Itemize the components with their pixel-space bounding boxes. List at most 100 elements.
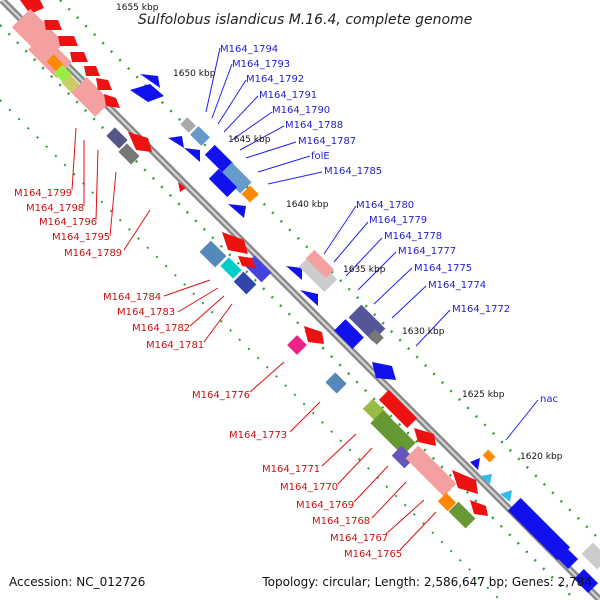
reverse-gene-label: M164_1799	[14, 188, 72, 199]
gene-feature	[480, 474, 492, 484]
forward-gene-label: M164_1791	[259, 90, 317, 101]
gene-feature	[222, 232, 248, 254]
reverse-gene-label: M164_1795	[52, 232, 110, 243]
forward-gene-label: M164_1785	[324, 166, 382, 177]
reverse-gene-label: M164_1783	[117, 307, 175, 318]
gene-feature	[334, 319, 364, 349]
gene-feature	[84, 66, 100, 76]
gene-feature	[448, 501, 476, 529]
forward-gene-label: M164_1790	[272, 105, 330, 116]
forward-gene-label: M164_1788	[285, 120, 343, 131]
gene-feature	[304, 326, 324, 344]
gene-feature	[130, 84, 164, 102]
gene-feature	[228, 204, 246, 218]
gene-feature	[118, 143, 140, 165]
gene-feature	[46, 54, 64, 72]
gene-feature	[44, 20, 62, 30]
gene-feature	[106, 127, 128, 149]
gene-feature	[372, 362, 396, 380]
gene-feature	[233, 271, 257, 295]
gene-feature	[325, 372, 347, 394]
forward-gene-label: M164_1780	[356, 200, 414, 211]
forward-gene-label: M164_1793	[232, 59, 290, 70]
gene-feature	[70, 52, 88, 62]
gene-feature	[452, 470, 478, 494]
forward-leaders	[205, 47, 539, 441]
map-title: Sulfolobus islandicus M.16.4, complete g…	[138, 12, 472, 28]
gene-feature	[287, 335, 307, 355]
forward-gene-label: M164_1772	[452, 304, 510, 315]
reverse-gene-label: M164_1796	[39, 217, 97, 228]
reverse-gene-label: M164_1798	[26, 203, 84, 214]
gene-feature	[178, 182, 186, 192]
accession-text: Accession: NC_012726	[9, 575, 145, 589]
kbp-tick-label: 1625 kbp	[462, 390, 505, 400]
reverse-leaders	[71, 127, 437, 551]
gene-feature	[581, 542, 600, 570]
gene-feature	[414, 428, 436, 446]
gene-feature	[507, 497, 571, 561]
gene-feature	[168, 136, 184, 148]
gene-feature	[470, 458, 480, 470]
gene-feature	[204, 144, 234, 174]
tick-track-upper	[59, 0, 600, 541]
gene-feature	[405, 445, 457, 497]
kbp-tick-label: 1640 kbp	[286, 200, 329, 210]
kbp-tick-label: 1645 kbp	[228, 135, 271, 145]
reverse-gene-label: M164_1771	[262, 464, 320, 475]
gene-feature	[370, 410, 416, 456]
gene-feature	[300, 290, 318, 306]
kbp-tick-label: 1620 kbp	[520, 452, 563, 462]
gene-feature	[96, 78, 112, 90]
forward-gene-label: folE	[311, 151, 330, 162]
gene-feature	[305, 249, 335, 279]
gene-feature	[58, 36, 78, 46]
reverse-gene-features	[11, 0, 488, 529]
reverse-gene-label: M164_1773	[229, 430, 287, 441]
forward-gene-label: M164_1774	[428, 280, 486, 291]
reverse-gene-label: M164_1767	[330, 533, 388, 544]
gene-feature	[220, 162, 252, 194]
gene-feature	[470, 500, 488, 516]
gene-feature	[482, 449, 496, 463]
reverse-gene-label: M164_1789	[64, 248, 122, 259]
gene-feature	[180, 117, 196, 133]
reverse-gene-label: M164_1776	[192, 390, 250, 401]
gene-feature	[190, 126, 210, 146]
kbp-tick-label: 1635 kbp	[343, 265, 386, 275]
gene-feature	[378, 389, 418, 429]
forward-gene-label: M164_1794	[220, 44, 278, 55]
reverse-gene-label: M164_1768	[312, 516, 370, 527]
genome-summary-text: Topology: circular; Length: 2,586,647 bp…	[261, 575, 592, 589]
reverse-gene-label: M164_1782	[132, 323, 190, 334]
gene-feature	[241, 185, 259, 203]
gene-feature	[573, 568, 599, 594]
gene-feature	[238, 256, 256, 268]
gene-feature	[208, 168, 238, 198]
gene-feature	[71, 77, 111, 117]
gene-feature	[104, 94, 120, 108]
forward-gene-label: M164_1787	[298, 136, 356, 147]
gene-feature	[286, 266, 302, 280]
gene-feature	[500, 490, 512, 502]
reverse-gene-label: M164_1781	[146, 340, 204, 351]
gene-feature	[391, 445, 415, 469]
forward-gene-features	[130, 74, 600, 594]
forward-gene-label: M164_1792	[246, 74, 304, 85]
gene-feature	[220, 257, 242, 279]
reverse-gene-label: M164_1765	[344, 549, 402, 560]
kbp-tick-label: 1630 kbp	[402, 327, 445, 337]
kbp-tick-label: 1650 kbp	[173, 69, 216, 79]
gene-feature	[184, 148, 200, 162]
reverse-gene-label: M164_1769	[296, 500, 354, 511]
gene-feature	[553, 544, 579, 570]
gene-feature	[298, 253, 338, 293]
gene-feature	[128, 132, 152, 152]
forward-gene-label: M164_1778	[384, 231, 442, 242]
kbp-tick-label: 1655 kbp	[116, 3, 159, 13]
reverse-gene-label: M164_1770	[280, 482, 338, 493]
forward-gene-label: M164_1777	[398, 246, 456, 257]
gene-feature	[140, 74, 160, 88]
